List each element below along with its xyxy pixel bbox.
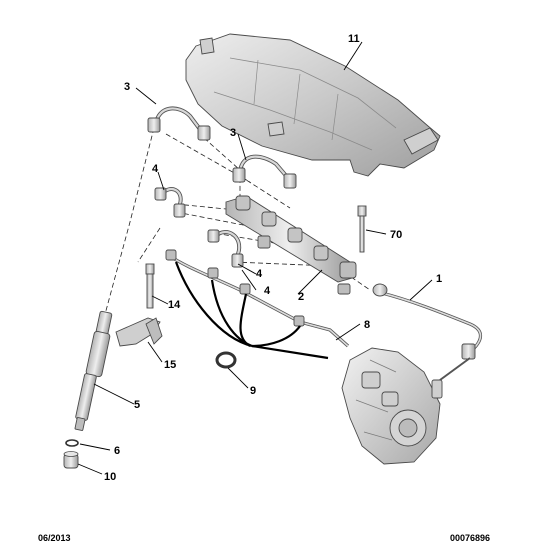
fuel-supply-pipe-part (372, 283, 483, 381)
washer-part (65, 439, 79, 447)
callout-2: 2 (298, 291, 304, 303)
fuel-rail-part (225, 195, 357, 295)
engine-cover-part (185, 33, 441, 177)
callout-5: 5 (134, 399, 140, 411)
callout-9: 9 (250, 385, 256, 397)
callout-4-lower: 4 (264, 285, 271, 297)
callout-15: 15 (164, 359, 176, 371)
callout-8: 8 (364, 319, 370, 331)
injector-pipe-short-upper-part (154, 187, 186, 218)
footer-date: 06/2013 (38, 533, 71, 543)
injector-part (74, 310, 113, 431)
callout-4-middle: 4 (256, 268, 263, 280)
callout-1: 1 (436, 273, 442, 285)
leader-lines (77, 41, 433, 475)
callout-4-upper: 4 (152, 163, 159, 175)
bolt-part (357, 205, 367, 253)
callout-70: 70 (390, 229, 402, 241)
callout-3-middle: 3 (230, 127, 236, 139)
stud-bolt-part (145, 263, 155, 309)
seal-ring-part (215, 351, 237, 369)
callout-labels: 11 3 3 4 70 4 4 1 2 14 8 15 9 5 6 10 (104, 33, 442, 483)
callout-14: 14 (168, 299, 181, 311)
injector-pipe-upper-part (147, 106, 211, 141)
sleeve-part (63, 451, 79, 469)
injector-pipe-middle-part (232, 154, 297, 189)
fuel-pump-part (341, 347, 443, 465)
injector-pipe-short-lower-part (207, 229, 244, 268)
callout-11: 11 (348, 33, 360, 45)
callout-3-upper: 3 (124, 81, 130, 93)
callout-10: 10 (104, 471, 116, 483)
callout-6: 6 (114, 445, 120, 457)
footer-reference: 00076896 (450, 533, 490, 543)
fuel-return-hose-part (165, 249, 350, 360)
injector-clamp-part (115, 317, 163, 347)
